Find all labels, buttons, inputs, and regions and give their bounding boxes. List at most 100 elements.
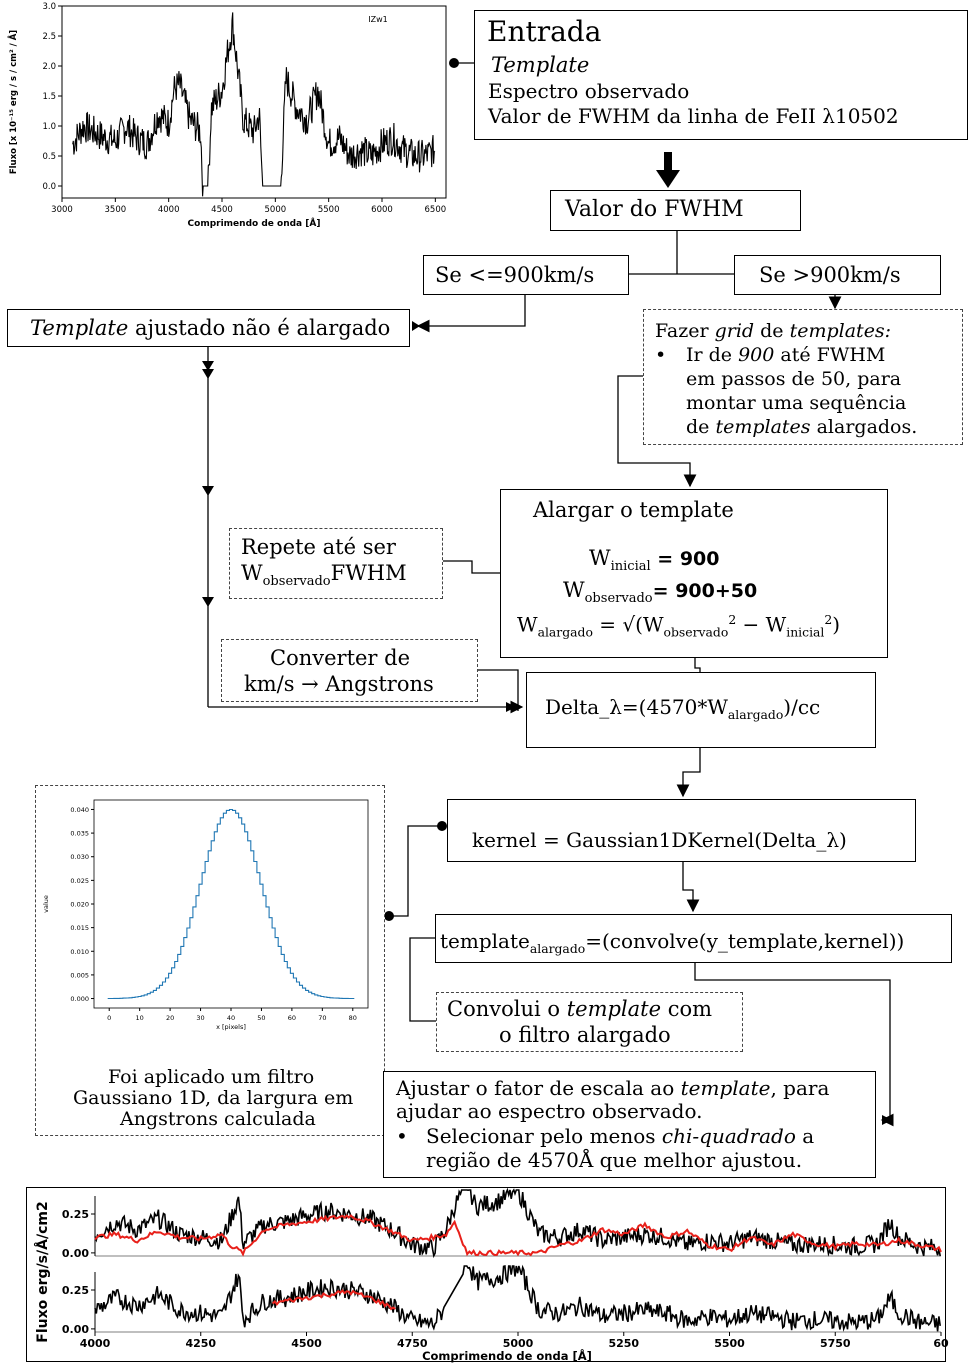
spectrum-xtick-label: 6000 — [371, 205, 393, 215]
gaussian-caption-line1: Foi aplicado um filtro — [108, 1066, 315, 1088]
not-broadened-box: Template ajustado não é alargado — [7, 309, 410, 347]
fit-line4: região de 4570Å que melhor ajustou. — [426, 1148, 803, 1172]
fit-line1: Ajustar o fator de escala ao template, p… — [396, 1076, 830, 1100]
connector-delta-kernel — [676, 748, 701, 798]
fit-xlabel: Comprimendo de onda [Å] — [422, 1348, 592, 1363]
spectrum-xlabel: Comprimendo de onda [Å] — [188, 218, 321, 229]
gaussian-caption-line3: Angstrons calculada — [120, 1108, 316, 1130]
fit-ylabel: Fluxo erg/s/Å/cm2 — [34, 1201, 51, 1342]
gaussian-plot-frame — [93, 799, 369, 1009]
spectrum-title: IZw1 — [368, 15, 387, 24]
broaden-formula: Walargado = √(Wobservado2 − Winicial2) — [517, 612, 841, 640]
gaussian-ytick-label: 0.025 — [70, 877, 89, 885]
fit-box: Ajustar o fator de escala ao template, p… — [383, 1071, 876, 1178]
fit-template-line — [94, 1214, 942, 1257]
gaussian-ytick-label: 0.035 — [70, 830, 89, 838]
broaden-initial: Winicial = 900 — [589, 546, 720, 575]
branch-low-label: Se <=900km/s — [435, 263, 595, 287]
connector-kernel-template — [682, 862, 700, 913]
spectrum-ytick-label: 2.0 — [42, 62, 56, 72]
fit-observed-line — [94, 1187, 941, 1259]
grid-bullet: • — [655, 344, 667, 366]
gaussian-xtick-label: 50 — [257, 1014, 265, 1022]
branch-low-box: Se <=900km/s — [423, 255, 629, 295]
convert-box: Converter de km/s → Angstrons — [221, 639, 478, 702]
branch-high-label: Se >900km/s — [759, 263, 901, 287]
gaussian-ylabel: value — [42, 895, 50, 913]
gaussian-xtick-label: 10 — [136, 1014, 144, 1022]
spectrum-ytick-label: 0.5 — [42, 152, 56, 162]
fit-observed-line — [94, 1264, 941, 1332]
gaussian-xtick-label: 60 — [288, 1014, 296, 1022]
spectrum-xtick-label: 3500 — [105, 205, 127, 215]
gaussian-xtick-label: 80 — [349, 1014, 357, 1022]
connector-convolve-note — [409, 937, 436, 1022]
fit-xtick-label: 4000 — [80, 1337, 111, 1350]
gaussian-ytick-label: 0.030 — [70, 853, 89, 861]
convert-line1: Converter de — [270, 646, 411, 670]
fit-bullet: • — [396, 1124, 408, 1148]
delta-box: Delta_λ=(4570*Walargado)/cc — [526, 672, 876, 748]
repeat-box: Repete até ser WobservadoFWHM — [229, 528, 443, 599]
spectrum-line — [72, 12, 436, 197]
spectrum-ylabel: Fluxo [x 10⁻¹⁵ erg / s / cm² / Å] — [8, 30, 19, 174]
entrada-item-spectrum: Espectro observado — [488, 79, 690, 103]
gaussian-xtick-label: 40 — [227, 1014, 235, 1022]
spectrum-xtick-label: 6500 — [425, 205, 447, 215]
arrow-head — [412, 321, 420, 331]
gaussian-xtick-label: 30 — [196, 1014, 204, 1022]
spectrum-plot-frame — [61, 5, 447, 199]
gaussian-ytick-label: 0.040 — [70, 806, 89, 814]
fit-ytick-label: 0.00 — [62, 1247, 89, 1260]
spectrum-xtick-label: 3000 — [51, 205, 73, 215]
fit-ytick-label: 0.25 — [62, 1208, 89, 1221]
convolve-note-box: Convolui o template com o filtro alargad… — [436, 992, 743, 1052]
gaussian-ytick-label: 0.020 — [70, 901, 89, 909]
broaden-observed: Wobservado= 900+50 — [563, 578, 758, 607]
grid-line5: de templates alargados. — [686, 416, 918, 438]
delta-formula: Delta_λ=(4570*Walargado)/cc — [545, 695, 821, 722]
big-arrow-shaft — [664, 152, 672, 172]
fit-xtick-label: 5500 — [714, 1337, 745, 1350]
grid-line4: montar uma sequência — [686, 392, 907, 414]
entrada-title: Entrada — [487, 15, 602, 48]
gaussian-caption-line2: Gaussiano 1D, da largura em — [73, 1087, 354, 1109]
gaussian-xtick-label: 0 — [107, 1014, 111, 1022]
spectrum-xtick-label: 5500 — [318, 205, 340, 215]
fit-xtick-label: 4500 — [291, 1337, 322, 1350]
fwhm-label: Valor do FWHM — [565, 197, 744, 222]
connector-repeat-broaden — [443, 560, 500, 574]
not-broadened-text: ajustado não é alargado — [128, 316, 391, 340]
gaussian-ytick-label: 0.010 — [70, 948, 89, 956]
gaussian-xtick-label: 20 — [166, 1014, 174, 1022]
fwhm-box: Valor do FWHM — [550, 190, 801, 231]
broaden-box: Alargar o template Winicial = 900 Wobser… — [500, 489, 888, 658]
entrada-box: Entrada Template Espectro observado Valo… — [474, 10, 968, 140]
spectrum-ytick-label: 0.0 — [42, 182, 56, 192]
spectrum-ytick-label: 2.5 — [42, 32, 56, 42]
connector-convert-delta — [478, 669, 519, 711]
broaden-title: Alargar o template — [533, 498, 734, 522]
kernel-formula: kernel = Gaussian1DKernel(Delta_λ) — [472, 828, 847, 852]
gaussian-kernel-line — [107, 808, 355, 1000]
connector-low-branch — [416, 294, 526, 333]
fit-xtick-label: 5250 — [608, 1337, 639, 1350]
template-broadened-formula: templatealargado=(convolve(y_template,ke… — [440, 929, 905, 956]
arrow-head — [202, 361, 214, 371]
kernel-box: kernel = Gaussian1DKernel(Delta_λ) — [447, 799, 916, 862]
convert-line2: km/s → Angstrons — [244, 672, 434, 696]
grid-box: Fazer grid de templates: • Ir de 900 até… — [643, 309, 963, 445]
connector-broaden-delta — [694, 657, 701, 672]
grid-line2: Ir de 900 até FWHM — [686, 344, 886, 366]
gaussian-ytick-label: 0.005 — [70, 971, 89, 979]
connector-dot — [449, 58, 459, 68]
gaussian-xtick-label: 70 — [318, 1014, 326, 1022]
arrow-head — [202, 369, 214, 379]
fit-line3: Selecionar pelo menos chi-quadrado a — [426, 1124, 815, 1148]
fit-line2: ajudar ao espectro observado. — [396, 1099, 703, 1123]
fit-template-line — [272, 1289, 396, 1311]
spectrum-xtick-label: 4500 — [211, 205, 233, 215]
